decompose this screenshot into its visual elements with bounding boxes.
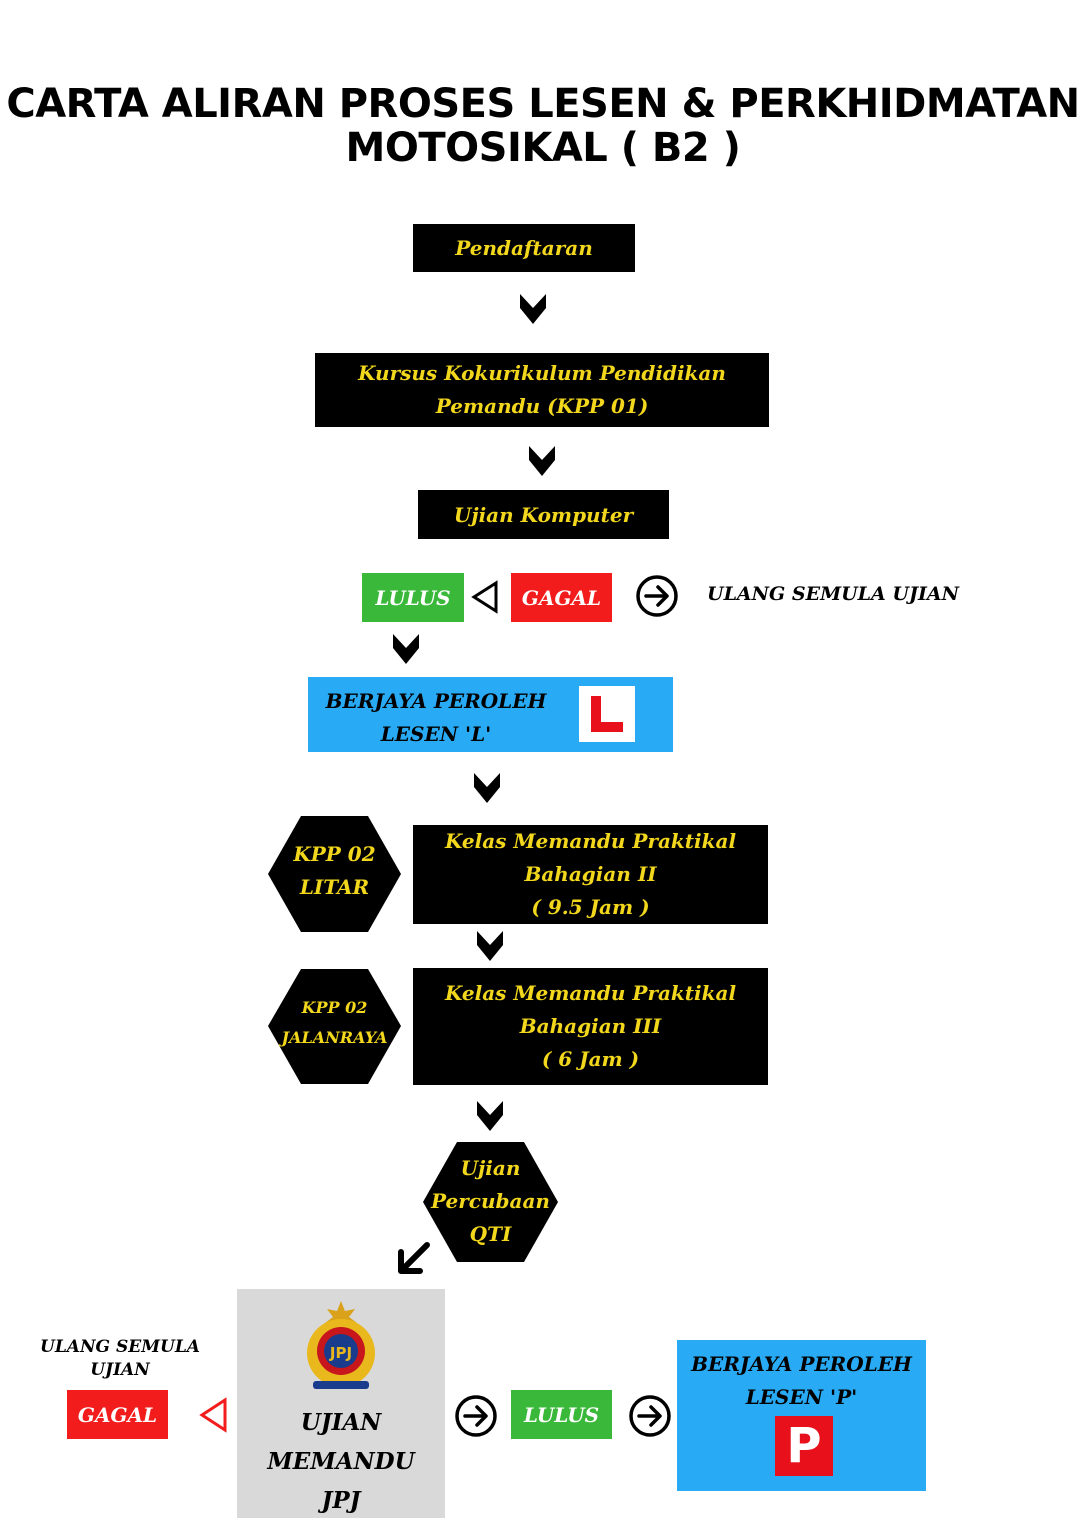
step-pendaftaran-label: Pendaftaran xyxy=(455,236,593,260)
kpp02-litar-line-2: LITAR xyxy=(299,875,370,899)
step-kursus-line-1: Kursus Kokurikulum Pendidikan xyxy=(358,361,726,385)
kpp02-jalanraya-line-2: JALANRAYA xyxy=(281,1028,388,1047)
l-plate-icon xyxy=(579,686,635,742)
lesen-p-line-1: BERJAYA PEROLEH xyxy=(691,1352,912,1376)
lesen-p-panel: BERJAYA PEROLEH LESEN 'P' P xyxy=(677,1340,926,1491)
arrow-right-circle-icon xyxy=(455,1395,497,1437)
kpp02-jalanraya-line-1: KPP 02 xyxy=(301,998,368,1017)
lesen-l-line-1: BERJAYA PEROLEH xyxy=(325,689,547,713)
kelas2-line-2: Bahagian II xyxy=(524,862,657,886)
kpp02-litar-hexagon: KPP 02 LITAR xyxy=(268,816,401,932)
lulus-badge: LULUS xyxy=(362,573,464,622)
lesen-p-line-2: LESEN 'P' xyxy=(745,1385,858,1409)
p-plate-icon: P xyxy=(775,1416,833,1476)
qti-line-1: Ujian xyxy=(460,1156,521,1180)
arrow-down-left-icon xyxy=(398,1242,430,1274)
kelas3-line-2: Bahagian III xyxy=(519,1014,662,1038)
step-kelas-bahagian-3: Kelas Memandu Praktikal Bahagian III ( 6… xyxy=(413,968,768,1085)
gagal-badge: GAGAL xyxy=(511,573,612,622)
kpp02-litar-line-1: KPP 02 xyxy=(293,842,376,866)
step-kursus-kpp01: Kursus Kokurikulum Pendidikan Pemandu (K… xyxy=(315,353,769,427)
jpj-line-1: UJIAN xyxy=(300,1409,382,1436)
title-line-1: CARTA ALIRAN PROSES LESEN & PERKHIDMATAN xyxy=(6,81,1080,127)
ulang-line-2: UJIAN xyxy=(90,1360,150,1380)
ujian-percubaan-qti-hexagon: Ujian Percubaan QTI xyxy=(423,1142,558,1262)
arrow-right-circle-icon xyxy=(629,1395,671,1437)
step-pendaftaran: Pendaftaran xyxy=(413,224,635,272)
lulus-label-2: LULUS xyxy=(523,1402,600,1427)
lesen-l-line-2: LESEN 'L' xyxy=(380,722,492,746)
kpp02-jalanraya-hexagon: KPP 02 JALANRAYA xyxy=(268,969,401,1084)
triangle-left-outline-icon xyxy=(199,1397,227,1433)
ulang-semula-ujian-text: ULANG SEMULA UJIAN xyxy=(707,583,959,605)
lesen-l-panel: BERJAYA PEROLEH LESEN 'L' xyxy=(308,677,673,752)
page-title: CARTA ALIRAN PROSES LESEN & PERKHIDMATAN… xyxy=(0,82,1086,170)
chevron-down-icon xyxy=(393,634,419,664)
ulang-line-1: ULANG SEMULA xyxy=(40,1337,200,1357)
lulus-badge-2: LULUS xyxy=(511,1390,612,1439)
jpj-line-3: JPJ xyxy=(321,1487,361,1514)
jpj-text: UJIAN MEMANDU JPJ xyxy=(237,1403,445,1520)
chevron-down-icon xyxy=(477,1101,503,1131)
lesen-l-text: BERJAYA PEROLEH LESEN 'L' xyxy=(308,685,564,751)
gagal-label-2: GAGAL xyxy=(77,1402,158,1427)
chevron-down-icon xyxy=(477,931,503,961)
qti-line-2: Percubaan xyxy=(431,1189,550,1213)
arrow-right-circle-icon xyxy=(636,575,678,617)
ulang-semula-ujian-text-2: ULANG SEMULA UJIAN xyxy=(40,1336,200,1382)
title-line-2: MOTOSIKAL ( B2 ) xyxy=(345,125,741,171)
lesen-p-text: BERJAYA PEROLEH LESEN 'P' xyxy=(677,1348,926,1414)
step-kelas-bahagian-2: Kelas Memandu Praktikal Bahagian II ( 9.… xyxy=(413,825,768,924)
triangle-left-outline-icon xyxy=(471,580,498,614)
gagal-label: GAGAL xyxy=(521,585,602,610)
p-plate-letter: P xyxy=(786,1418,822,1474)
lulus-label: LULUS xyxy=(375,585,451,610)
step-ujian-komputer-label: Ujian Komputer xyxy=(453,502,634,527)
kelas3-line-3: ( 6 Jam ) xyxy=(541,1047,640,1071)
jpj-emblem-text: JPJ xyxy=(329,1344,352,1362)
chevron-down-icon xyxy=(520,294,546,324)
kelas2-line-1: Kelas Memandu Praktikal xyxy=(444,829,737,853)
chevron-down-icon xyxy=(474,773,500,803)
kelas2-line-3: ( 9.5 Jam ) xyxy=(531,895,650,919)
step-kursus-line-2: Pemandu (KPP 01) xyxy=(435,394,649,418)
gagal-badge-2: GAGAL xyxy=(67,1390,168,1439)
jpj-line-2: MEMANDU xyxy=(267,1448,415,1475)
kelas3-line-1: Kelas Memandu Praktikal xyxy=(444,981,737,1005)
qti-line-3: QTI xyxy=(469,1222,512,1246)
jpj-emblem-icon: JPJ xyxy=(307,1301,375,1389)
chevron-down-icon xyxy=(529,446,555,476)
step-ujian-komputer: Ujian Komputer xyxy=(418,490,669,539)
ujian-memandu-jpj-panel: JPJ UJIAN MEMANDU JPJ xyxy=(237,1289,445,1518)
